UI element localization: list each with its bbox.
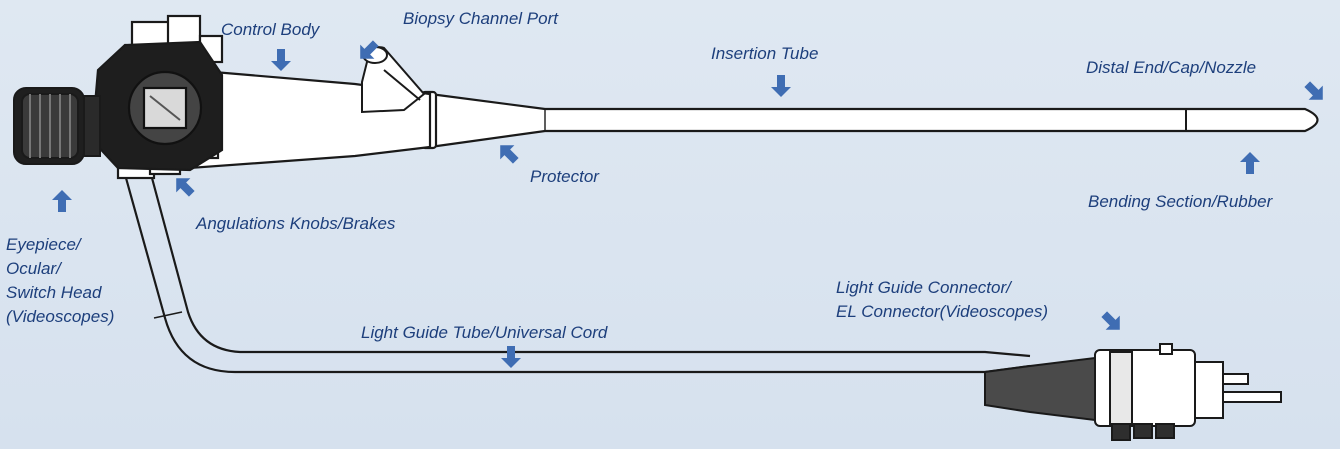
label-eyepiece-line: Ocular/ <box>6 259 61 278</box>
label-light-guide-tube: Light Guide Tube/Universal Cord <box>361 323 608 342</box>
arrow-up-left-icon <box>493 138 523 168</box>
label-control-body: Control Body <box>221 20 320 39</box>
arrow-down-right-icon <box>1097 307 1127 337</box>
label-light-guide-connector: Light Guide Connector/ EL Connector(Vide… <box>836 276 1048 324</box>
arrow-up-left-icon <box>169 171 199 201</box>
light-guide-connector-drawing <box>984 343 1282 441</box>
arrow-up-icon <box>52 190 72 212</box>
angulation-knobs-drawing <box>90 14 224 180</box>
light-guide-tube-drawing <box>124 177 1031 374</box>
label-distal-end: Distal End/Cap/Nozzle <box>1086 58 1257 77</box>
label-eyepiece-line: Switch Head <box>6 283 102 302</box>
arrow-down-right-icon <box>1300 77 1330 107</box>
arrow-down-icon <box>271 49 291 71</box>
label-angulation-knobs: Angulations Knobs/Brakes <box>196 214 396 233</box>
label-eyepiece-line: Eyepiece/ <box>6 235 81 254</box>
arrow-up-icon <box>1240 152 1260 174</box>
eyepiece-drawing <box>13 87 101 165</box>
label-eyepiece-line: (Videoscopes) <box>6 307 115 326</box>
label-protector: Protector <box>530 167 599 186</box>
label-bending-section: Bending Section/Rubber <box>1088 192 1273 211</box>
arrow-down-icon <box>501 346 521 368</box>
label-light-guide-connector-line: EL Connector(Videoscopes) <box>836 302 1049 321</box>
label-light-guide-connector-line: Light Guide Connector/ <box>836 278 1011 297</box>
label-eyepiece: Eyepiece/ Ocular/ Switch Head (Videoscop… <box>6 233 114 329</box>
insertion-tube-drawing <box>420 90 1319 150</box>
arrow-down-icon <box>771 75 791 97</box>
label-biopsy-channel-port: Biopsy Channel Port <box>403 9 558 28</box>
label-insertion-tube: Insertion Tube <box>711 44 819 63</box>
